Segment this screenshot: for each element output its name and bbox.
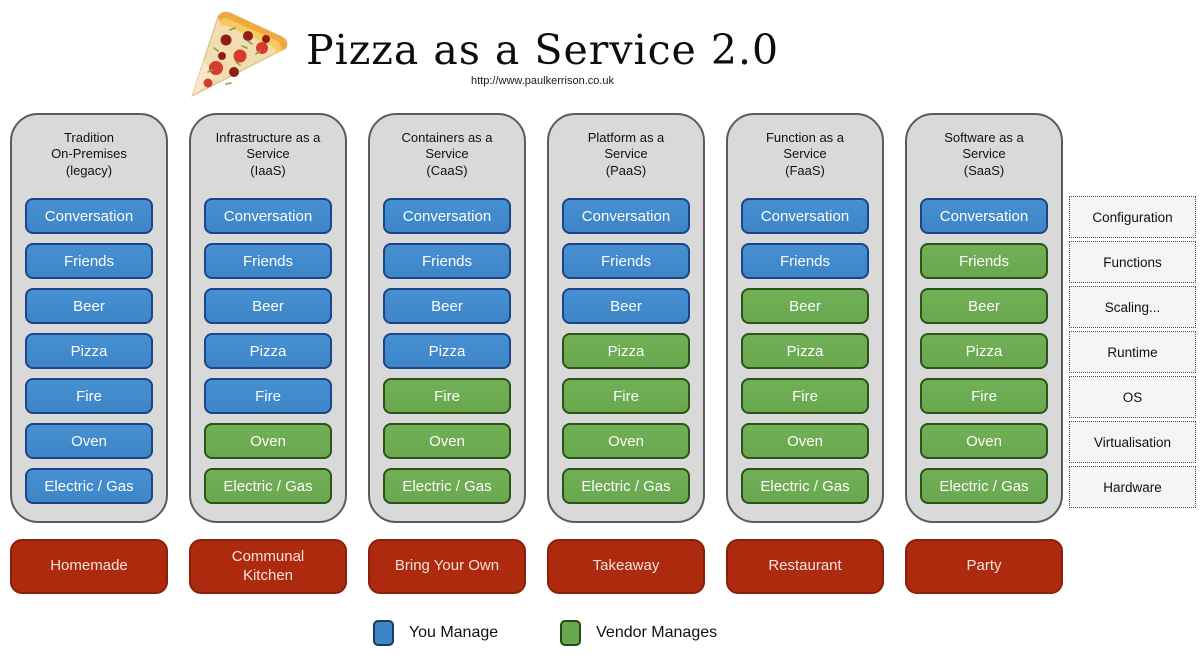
column-iaas: Infrastructure as a Service (IaaS) Conve…: [189, 113, 347, 523]
layer-stack: Conversation Friends Beer Pizza Fire Ove…: [741, 198, 869, 504]
layer-block: Conversation: [204, 198, 332, 234]
layer-block: Beer: [204, 288, 332, 324]
layer-block: Conversation: [741, 198, 869, 234]
layer-stack: Conversation Friends Beer Pizza Fire Ove…: [204, 198, 332, 504]
layer-block: Pizza: [383, 333, 511, 369]
layer-block: Conversation: [383, 198, 511, 234]
model-button-party: Party: [905, 539, 1063, 594]
concept-label-os: OS: [1069, 376, 1196, 418]
layer-block: Friends: [383, 243, 511, 279]
layer-block: Oven: [25, 423, 153, 459]
header: Pizza as a Service 2.0 http://www.paulke…: [178, 4, 779, 102]
layer-block: Fire: [741, 378, 869, 414]
layer-block: Oven: [920, 423, 1048, 459]
service-columns: Tradition On-Premises (legacy) Conversat…: [10, 113, 1063, 523]
layer-block: Oven: [383, 423, 511, 459]
layer-block: Pizza: [562, 333, 690, 369]
model-button-homemade: Homemade: [10, 539, 168, 594]
legend: You Manage Vendor Manages: [0, 620, 1090, 646]
concept-label-functions: Functions: [1069, 241, 1196, 283]
model-button-restaurant: Restaurant: [726, 539, 884, 594]
model-button-takeaway: Takeaway: [547, 539, 705, 594]
site-url: http://www.paulkerrison.co.uk: [470, 75, 615, 87]
layer-block: Friends: [25, 243, 153, 279]
column-saas: Software as a Service (SaaS) Conversatio…: [905, 113, 1063, 523]
layer-block: Electric / Gas: [741, 468, 869, 504]
model-buttons-row: Homemade Communal Kitchen Bring Your Own…: [10, 539, 1063, 594]
pizza-icon: [191, 11, 288, 97]
layer-block: Fire: [920, 378, 1048, 414]
layer-block: Conversation: [920, 198, 1048, 234]
layer-block: Beer: [383, 288, 511, 324]
layer-block: Friends: [562, 243, 690, 279]
layer-block: Oven: [741, 423, 869, 459]
layer-block: Pizza: [920, 333, 1048, 369]
layer-block: Fire: [25, 378, 153, 414]
column-heading: Platform as a Service (PaaS): [587, 130, 665, 178]
layer-block: Conversation: [25, 198, 153, 234]
legend-label: Vendor Manages: [596, 624, 718, 641]
model-button-communal-kitchen: Communal Kitchen: [189, 539, 347, 594]
layer-block: Oven: [204, 423, 332, 459]
column-faas: Function as a Service (FaaS) Conversatio…: [726, 113, 884, 523]
layer-stack: Conversation Friends Beer Pizza Fire Ove…: [25, 198, 153, 504]
page-title: Pizza as a Service 2.0: [306, 26, 780, 74]
layer-block: Fire: [562, 378, 690, 414]
layer-block: Pizza: [741, 333, 869, 369]
layer-block: Oven: [562, 423, 690, 459]
column-on-premises: Tradition On-Premises (legacy) Conversat…: [10, 113, 168, 523]
layer-block: Beer: [562, 288, 690, 324]
legend-item-vendor-manages: Vendor Manages: [560, 620, 717, 646]
layer-block: Friends: [741, 243, 869, 279]
column-paas: Platform as a Service (PaaS) Conversatio…: [547, 113, 705, 523]
layer-concept-labels: Configuration Functions Scaling... Runti…: [1069, 196, 1196, 508]
column-caas: Containers as a Service (CaaS) Conversat…: [368, 113, 526, 523]
layer-block: Pizza: [25, 333, 153, 369]
layer-stack: Conversation Friends Beer Pizza Fire Ove…: [562, 198, 690, 504]
column-heading: Containers as a Service (CaaS): [401, 130, 493, 178]
concept-label-runtime: Runtime: [1069, 331, 1196, 373]
layer-stack: Conversation Friends Beer Pizza Fire Ove…: [920, 198, 1048, 504]
layer-block: Electric / Gas: [204, 468, 332, 504]
concept-label-hardware: Hardware: [1069, 466, 1196, 508]
layer-block: Beer: [920, 288, 1048, 324]
concept-label-scaling: Scaling...: [1069, 286, 1196, 328]
layer-block: Friends: [204, 243, 332, 279]
model-button-bring-your-own: Bring Your Own: [368, 539, 526, 594]
layer-block: Fire: [383, 378, 511, 414]
layer-block: Electric / Gas: [25, 468, 153, 504]
layer-block: Electric / Gas: [562, 468, 690, 504]
vendor-manages-swatch: [560, 620, 582, 646]
legend-label: You Manage: [408, 624, 499, 641]
concept-label-virtualisation: Virtualisation: [1069, 421, 1196, 463]
layer-block: Conversation: [562, 198, 690, 234]
title-block: Pizza as a Service 2.0 http://www.paulke…: [306, 26, 779, 87]
column-heading: Infrastructure as a Service (IaaS): [215, 130, 321, 178]
layer-block: Beer: [741, 288, 869, 324]
layer-block: Beer: [25, 288, 153, 324]
column-heading: Software as a Service (SaaS): [944, 130, 1024, 178]
layer-block: Fire: [204, 378, 332, 414]
layer-block: Pizza: [204, 333, 332, 369]
concept-label-configuration: Configuration: [1069, 196, 1196, 238]
column-heading: Tradition On-Premises (legacy): [51, 130, 127, 178]
column-heading: Function as a Service (FaaS): [765, 130, 845, 178]
layer-block: Electric / Gas: [920, 468, 1048, 504]
you-manage-swatch: [372, 620, 394, 646]
legend-item-you-manage: You Manage: [372, 620, 499, 646]
layer-stack: Conversation Friends Beer Pizza Fire Ove…: [383, 198, 511, 504]
layer-block: Electric / Gas: [383, 468, 511, 504]
layer-block: Friends: [920, 243, 1048, 279]
